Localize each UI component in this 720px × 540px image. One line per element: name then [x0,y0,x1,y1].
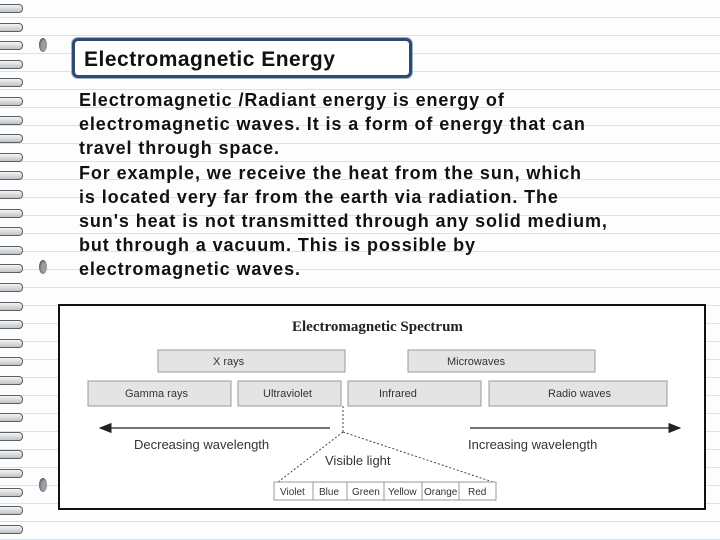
spiral-coil [0,190,26,199]
band-label-ultraviolet: Ultraviolet [263,388,312,400]
body-paragraph: Electromagnetic /Radiant energy is energ… [79,88,709,282]
spiral-coil [0,487,26,497]
visible-color-violet: Violet [280,487,305,498]
spiral-coil [0,450,26,460]
visible-color-blue: Blue [319,487,339,498]
slide-title: Electromagnetic Energy [84,48,336,71]
spiral-coil [0,376,26,385]
paragraph-line: but through a vacuum. This is possible b… [79,235,476,256]
figure-title: Electromagnetic Spectrum [292,319,463,335]
visible-strip [273,481,497,501]
band-ultraviolet [237,380,342,407]
visible-color-orange: Orange [424,487,458,498]
spiral-coil [0,22,26,32]
spiral-coil [0,320,26,330]
visible-color-green: Green [352,487,380,498]
spiral-coil [0,394,26,404]
band-label-microwaves: Microwaves [447,356,506,368]
spiral-coil [0,59,26,69]
spiral-coil [0,283,26,292]
spiral-coil [0,97,26,106]
spiral-coil [0,506,26,516]
paragraph-line: sun's heat is not transmitted through an… [79,211,608,232]
band-label-x-rays: X rays [213,356,245,368]
spiral-coil [0,469,26,478]
band-microwaves [407,349,596,373]
paragraph-line: Electromagnetic /Radiant energy is energ… [79,90,505,110]
spiral-coil [0,227,26,237]
paragraph-line: is located very far from the earth via r… [79,186,559,207]
visible-color-yellow: Yellow [388,487,417,498]
increasing-wavelength-label: Increasing wavelength [468,437,597,452]
spiral-coil [0,171,26,181]
band-gamma-rays [87,380,232,407]
punch-hole [39,38,47,52]
decreasing-wavelength-label: Decreasing wavelength [134,437,269,452]
spiral-coil [0,4,26,13]
band-label-infrared: Infrared [379,388,417,400]
band-label-radio-waves: Radio waves [548,388,611,400]
spiral-coil [0,338,26,348]
spiral-coil [0,301,26,311]
spiral-coil [0,245,26,255]
spiral-coil [0,264,26,274]
spiral-coil [0,357,26,367]
punch-hole [39,478,47,492]
paragraph-line: For example, we receive the heat from th… [79,162,582,183]
spiral-coil [0,134,26,144]
paragraph-line: travel through space. [79,138,280,159]
band-infrared [347,380,482,407]
spiral-coil [0,208,26,218]
spiral-coil [0,524,26,534]
spiral-coil [0,431,26,441]
punch-hole [39,260,47,274]
band-x-rays [157,349,346,373]
spiral-coil [0,115,26,125]
spiral-coil [0,41,26,51]
spectrum-figure: Electromagnetic Spectrum X rays Microwav… [58,304,706,510]
callout-left [277,431,344,483]
spiral-coil [0,78,26,88]
visible-light-label: Visible light [325,453,391,468]
title-box: Electromagnetic Energy [72,38,412,78]
visible-color-red: Red [468,487,486,498]
paragraph-line: electromagnetic waves. It is a form of e… [79,114,586,135]
spectrum-diagram: Electromagnetic Spectrum X rays Microwav… [87,319,682,501]
spiral-coil [0,413,26,423]
band-radio-waves [488,380,668,407]
spiral-coil [0,152,26,162]
paragraph-line: electromagnetic waves. [79,259,301,280]
spiral-binding [0,0,60,540]
band-label-gamma-rays: Gamma rays [125,388,188,400]
